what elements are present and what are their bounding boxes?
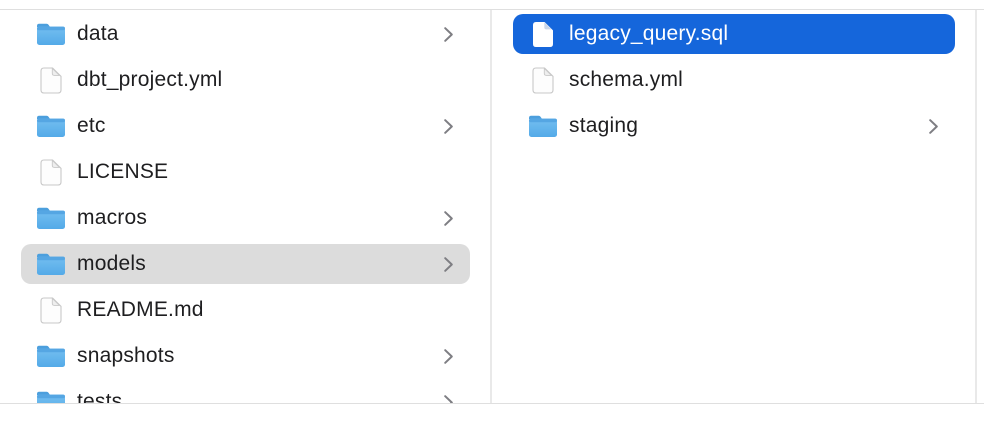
file-row-models-selected[interactable]: models xyxy=(0,244,490,288)
finder-column-1: data dbt_project.yml xyxy=(0,10,492,403)
file-list: legacy_query.sql schema.yml staging xyxy=(492,10,975,150)
item-label: macros xyxy=(77,206,148,229)
item-label: tests xyxy=(77,390,123,403)
chevron-right-icon xyxy=(443,256,454,273)
folder-icon xyxy=(36,390,66,403)
chevron-right-icon xyxy=(928,118,939,135)
chevron-right-icon xyxy=(443,394,454,403)
file-row-readme-md[interactable]: README.md xyxy=(0,290,490,334)
finder-column-2: legacy_query.sql schema.yml staging xyxy=(492,10,977,403)
chevron-right-icon xyxy=(443,210,454,227)
item-label: staging xyxy=(569,114,639,137)
document-icon xyxy=(36,66,66,95)
file-row-dbt-project-yml[interactable]: dbt_project.yml xyxy=(0,60,490,104)
item-label: models xyxy=(77,252,146,275)
document-icon xyxy=(36,158,66,187)
chevron-right-icon xyxy=(443,118,454,135)
item-label: etc xyxy=(77,114,106,137)
document-icon xyxy=(528,20,558,49)
file-row-etc[interactable]: etc xyxy=(0,106,490,150)
file-row-tests[interactable]: tests xyxy=(0,382,490,403)
document-icon xyxy=(528,66,558,95)
chevron-right-icon xyxy=(443,26,454,43)
file-row-data[interactable]: data xyxy=(0,14,490,58)
folder-icon xyxy=(36,344,66,368)
item-label: schema.yml xyxy=(569,68,684,91)
finder-column-3 xyxy=(977,10,984,403)
item-label: dbt_project.yml xyxy=(77,68,223,91)
folder-icon xyxy=(36,22,66,46)
folder-icon xyxy=(36,252,66,276)
item-label: data xyxy=(77,22,119,45)
folder-icon xyxy=(36,114,66,138)
item-label: README.md xyxy=(77,298,204,321)
item-label: legacy_query.sql xyxy=(569,22,729,45)
finder-column-browser: data dbt_project.yml xyxy=(0,9,984,404)
file-row-schema-yml[interactable]: schema.yml xyxy=(492,60,975,104)
file-row-license[interactable]: LICENSE xyxy=(0,152,490,196)
file-row-staging[interactable]: staging xyxy=(492,106,975,150)
file-row-legacy-query-sql-selected[interactable]: legacy_query.sql xyxy=(492,14,975,58)
folder-icon xyxy=(528,114,558,138)
item-label: LICENSE xyxy=(77,160,169,183)
document-icon xyxy=(36,296,66,325)
file-list: data dbt_project.yml xyxy=(0,10,490,403)
file-row-snapshots[interactable]: snapshots xyxy=(0,336,490,380)
file-row-macros[interactable]: macros xyxy=(0,198,490,242)
item-label: snapshots xyxy=(77,344,175,367)
folder-icon xyxy=(36,206,66,230)
chevron-right-icon xyxy=(443,348,454,365)
